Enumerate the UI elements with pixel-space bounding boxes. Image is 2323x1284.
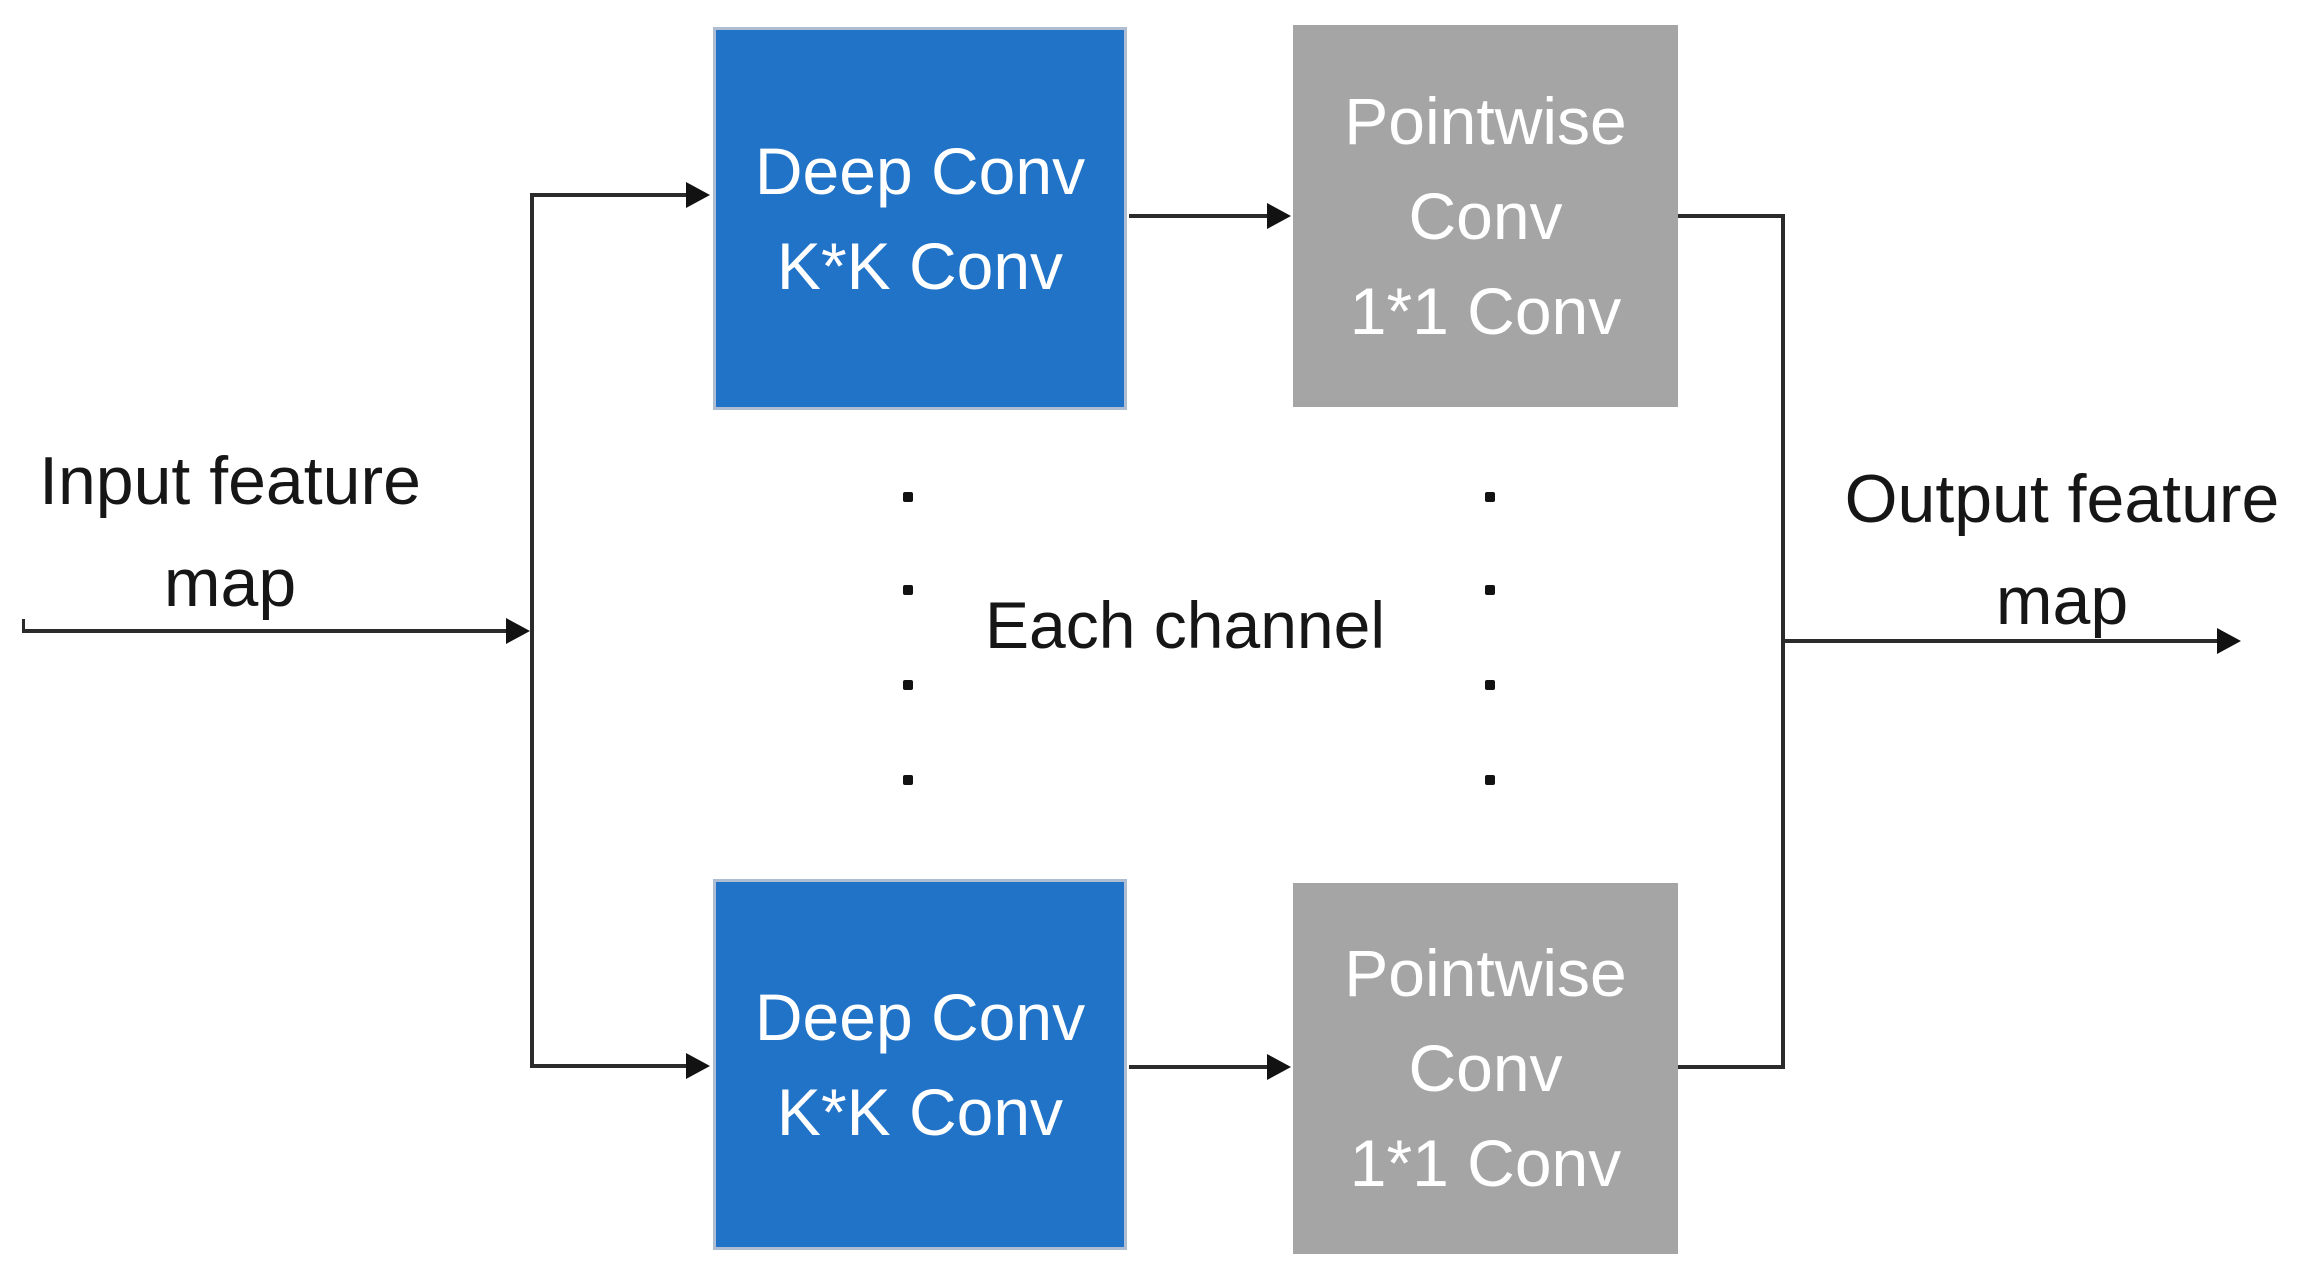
branch-bottom-line <box>530 1064 686 1068</box>
ellipsis-dot <box>1485 775 1495 785</box>
pointwise-bottom-line3: 1*1 Conv <box>1349 1126 1622 1200</box>
input-label-line1: Input feature <box>39 443 421 519</box>
output-arrow-head-icon <box>2217 628 2241 654</box>
ellipsis-dot <box>1485 492 1495 502</box>
output-feature-map-label: Output feature map <box>1812 448 2312 652</box>
ellipsis-dot <box>1485 680 1495 690</box>
merge-top-line <box>1678 214 1785 218</box>
merge-bottom-line <box>1678 1065 1781 1069</box>
branch-top-line <box>530 193 686 197</box>
input-arrow-head-icon <box>506 618 530 644</box>
input-label-line2: map <box>163 545 297 621</box>
ellipsis-dot <box>903 680 913 690</box>
input-feature-map-label: Input feature map <box>0 430 460 634</box>
pointwise-top-line1: Pointwise <box>1344 83 1627 158</box>
output-label-line1: Output feature <box>1844 461 2280 537</box>
deep-conv-bottom-line2: K*K Conv <box>776 1074 1064 1149</box>
deep-to-pointwise-bottom-arrow-head-icon <box>1267 1054 1291 1080</box>
ellipsis-dot <box>1485 585 1495 595</box>
output-arrow-line <box>1781 639 2217 643</box>
pointwise-bottom-line1: Pointwise <box>1344 936 1627 1010</box>
branch-vertical-line <box>530 193 534 1068</box>
pointwise-conv-top-box: Pointwise Conv 1*1 Conv <box>1293 25 1678 407</box>
deep-conv-top-box: Deep Conv K*K Conv <box>713 27 1127 410</box>
pointwise-top-line3: 1*1 Conv <box>1349 273 1622 348</box>
input-arrow-line <box>22 629 506 633</box>
ellipsis-dot <box>903 775 913 785</box>
branch-bottom-arrow-head-icon <box>686 1053 710 1079</box>
deep-conv-bottom-line1: Deep Conv <box>754 979 1086 1054</box>
input-arrow-start-cap <box>22 619 25 633</box>
deep-conv-top-line1: Deep Conv <box>754 133 1086 208</box>
deep-conv-top-line2: K*K Conv <box>776 228 1064 303</box>
pointwise-bottom-line2: Conv <box>1408 1031 1563 1105</box>
deep-to-pointwise-bottom-line <box>1129 1065 1267 1069</box>
pointwise-top-line2: Conv <box>1408 178 1563 253</box>
deep-to-pointwise-top-line <box>1129 214 1267 218</box>
output-label-line2: map <box>1995 563 2129 639</box>
ellipsis-dot <box>903 492 913 502</box>
deep-to-pointwise-top-arrow-head-icon <box>1267 203 1291 229</box>
pointwise-conv-bottom-box: Pointwise Conv 1*1 Conv <box>1293 883 1678 1254</box>
branch-top-arrow-head-icon <box>686 182 710 208</box>
ellipsis-dot <box>903 585 913 595</box>
deep-conv-bottom-box: Deep Conv K*K Conv <box>713 879 1127 1250</box>
each-channel-label: Each channel <box>985 588 1385 662</box>
